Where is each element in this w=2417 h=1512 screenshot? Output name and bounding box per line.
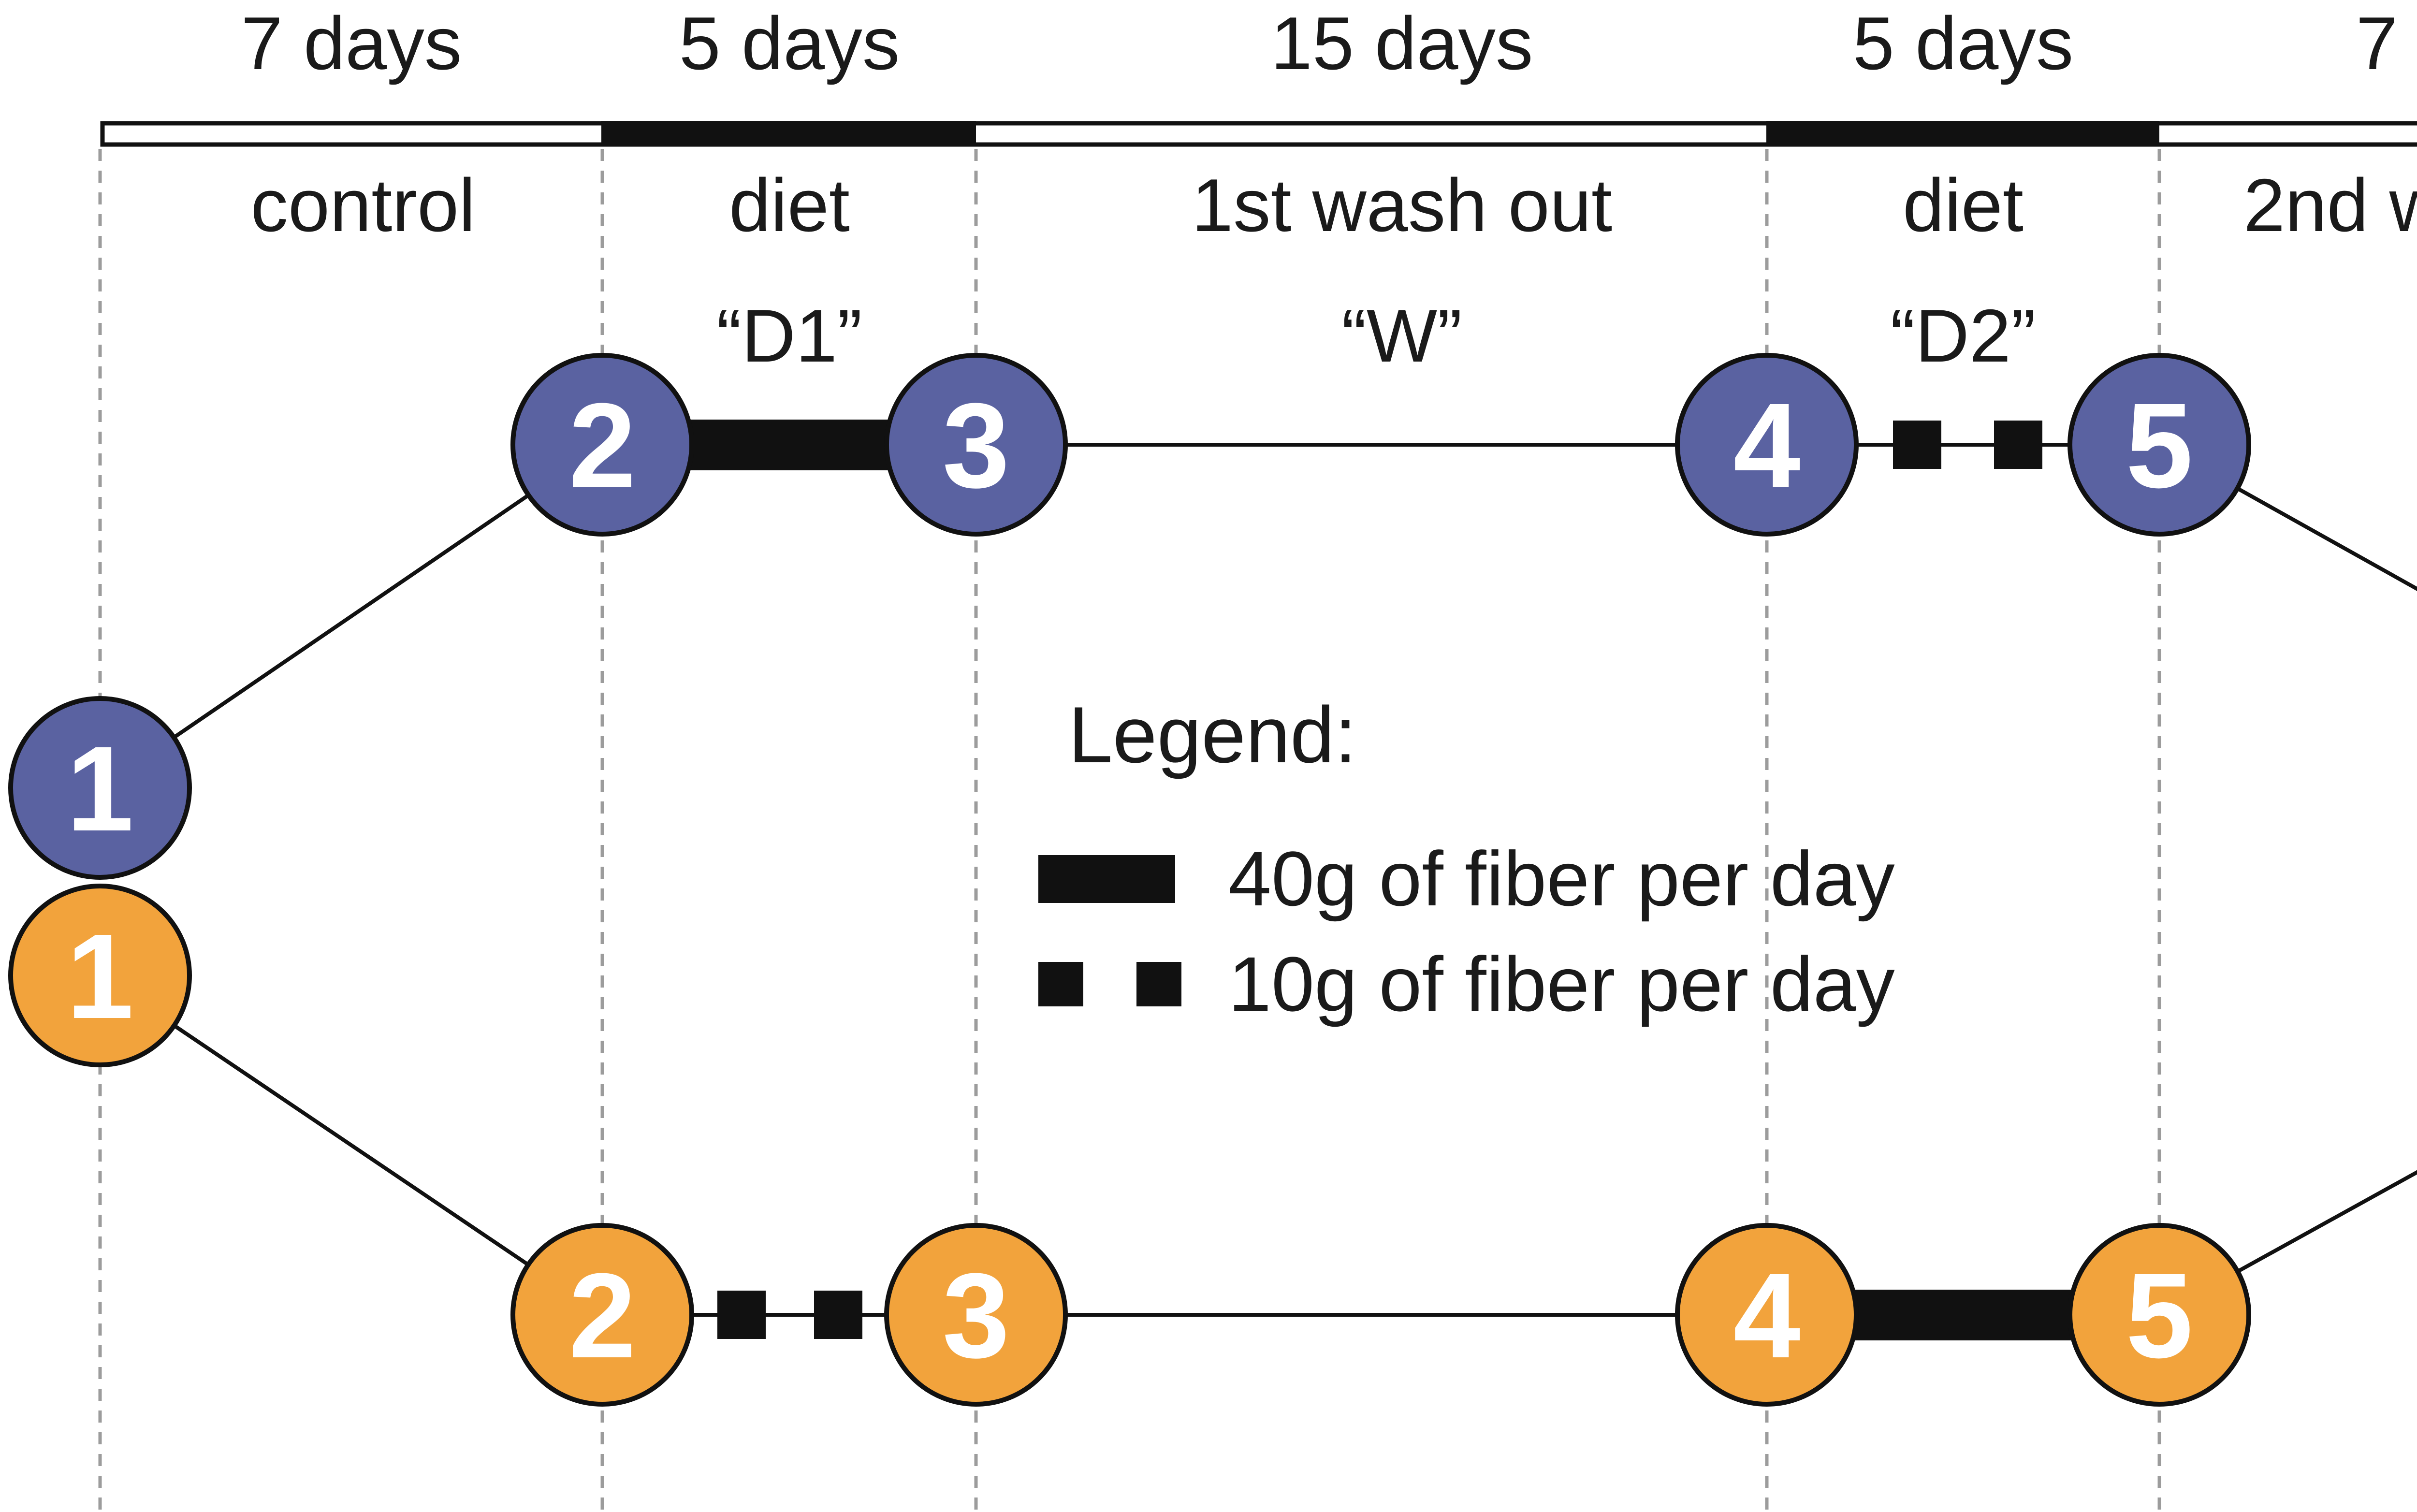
duration-label-washout1: 15 days [1270, 1, 1533, 85]
fiber-10g-square-orange-1 [717, 1291, 766, 1339]
legend-40g-bar-symbol [1038, 855, 1175, 903]
blue-arm-nodes [8, 353, 2251, 880]
node-blue-2-number: 2 [568, 378, 636, 513]
node-orange-1 [8, 884, 192, 1067]
orange-line-1-2 [99, 974, 604, 1317]
node-blue-1 [8, 696, 192, 880]
node-orange-2-number: 2 [568, 1248, 636, 1383]
node-orange-5 [2068, 1223, 2251, 1407]
timeline-diet1-black-segment [601, 121, 976, 146]
phase-label-diet1: diet [729, 163, 850, 247]
node-numbers: 1 2 3 4 5 6 1 2 3 4 5 6 [66, 378, 2193, 1383]
orange-arm-nodes [8, 884, 2251, 1407]
phase-label-washout1: 1st wash out [1191, 163, 1613, 247]
legend-title: Legend: [1068, 690, 1357, 779]
code-label-d1: “D1” [716, 294, 862, 378]
fiber-10g-square-orange-2 [814, 1291, 862, 1339]
phase-label-control: control [250, 163, 476, 247]
node-orange-3 [884, 1223, 1068, 1407]
duration-label-washout2: 7 days [2356, 1, 2417, 85]
node-blue-5-number: 5 [2126, 378, 2193, 513]
legend-10g-square-symbol-2 [1136, 962, 1181, 1006]
node-orange-4-number: 4 [1733, 1248, 1800, 1383]
orange-line-5-6 [2158, 1170, 2417, 1317]
timeline-diet2-black-segment [1766, 121, 2159, 146]
node-orange-4 [1675, 1223, 1859, 1407]
node-blue-2 [510, 353, 694, 537]
code-label-w: “W” [1341, 294, 1462, 378]
duration-label-control: 7 days [241, 1, 462, 85]
node-blue-4 [1675, 353, 1859, 537]
node-orange-3-number: 3 [942, 1248, 1009, 1383]
node-blue-3-number: 3 [942, 378, 1009, 513]
legend-item-10g-label: 10g of fiber per day [1228, 941, 1895, 1027]
legend-10g-square-symbol-1 [1038, 962, 1083, 1006]
node-blue-4-number: 4 [1733, 378, 1800, 513]
fiber-10g-square-blue-1 [1893, 421, 1941, 469]
node-orange-2 [510, 1223, 694, 1407]
blue-line-1-2 [99, 443, 604, 790]
fiber-10g-squares [717, 421, 2042, 1339]
blue-line-5-6 [2158, 443, 2417, 591]
node-blue-1-number: 1 [66, 721, 133, 856]
node-blue-3 [884, 353, 1068, 537]
node-blue-5 [2068, 353, 2251, 537]
fiber-10g-square-blue-2 [1994, 421, 2042, 469]
phase-label-diet2: diet [1903, 163, 2024, 247]
phase-label-washout2: 2nd wash out [2243, 163, 2417, 247]
node-orange-1-number: 1 [66, 909, 133, 1044]
node-orange-5-number: 5 [2126, 1248, 2193, 1383]
duration-label-diet2: 5 days [1852, 1, 2074, 85]
code-label-d2: “D2” [1890, 294, 2036, 378]
duration-label-diet1: 5 days [679, 1, 900, 85]
legend-item-40g-label: 40g of fiber per day [1228, 835, 1895, 922]
